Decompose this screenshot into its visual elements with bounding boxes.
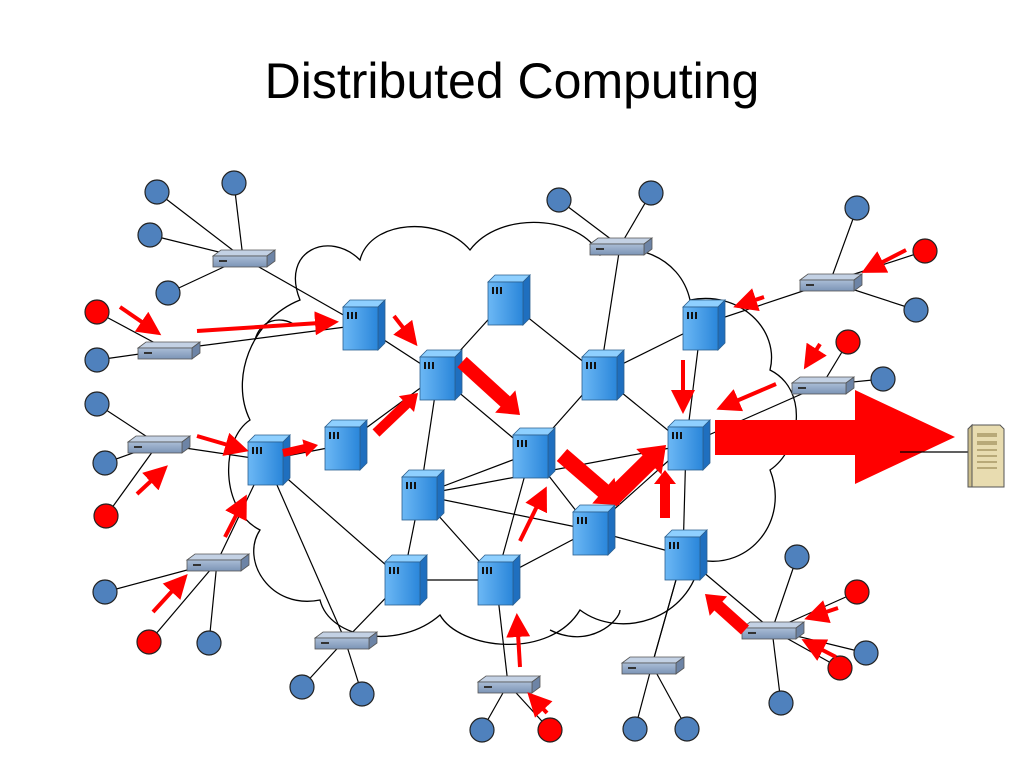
server-icon: [324, 419, 368, 471]
active-client-node: [93, 503, 119, 529]
slide-title: Distributed Computing: [264, 53, 760, 109]
server-icon: [572, 504, 616, 556]
network-link: [829, 207, 858, 283]
server-icon: [342, 299, 386, 351]
active-client-node: [844, 579, 870, 605]
flow-arrow: [196, 311, 339, 336]
server-icon: [667, 419, 711, 471]
network-link: [265, 459, 346, 641]
bold-flow-arrow: [282, 439, 318, 457]
network-link: [419, 494, 592, 531]
network-switch-icon: [211, 249, 277, 268]
network-link: [208, 561, 218, 644]
bold-flow-arrow: [457, 356, 520, 415]
client-node: [92, 579, 118, 605]
flow-arrow: [392, 314, 418, 347]
server-icon: [401, 469, 445, 521]
client-node: [853, 640, 879, 666]
bold-flow-arrow: [603, 445, 666, 507]
server-nodes: [247, 274, 726, 606]
terminal-computer-icon: [967, 423, 1005, 488]
network-switch-icon: [126, 435, 192, 454]
client-node: [221, 170, 247, 196]
client-node: [137, 222, 163, 248]
network-link: [105, 443, 159, 517]
bold-flow-arrow: [654, 470, 676, 518]
active-client-node: [912, 238, 938, 264]
flow-arrow: [861, 248, 907, 273]
network-switch-icon: [185, 553, 251, 572]
client-node: [546, 187, 572, 213]
active-client-node: [537, 717, 563, 743]
client-node: [622, 716, 648, 742]
server-icon: [384, 554, 428, 606]
client-node: [903, 297, 929, 323]
network-switch-icon: [136, 341, 202, 360]
server-icon: [664, 529, 708, 581]
flow-arrow: [135, 465, 168, 496]
client-node: [144, 179, 170, 205]
network-link: [156, 191, 244, 259]
network-link: [771, 556, 798, 631]
client-node: [289, 674, 315, 700]
client-nodes: [84, 170, 938, 743]
flow-arrow: [196, 432, 249, 456]
output-flow-arrow: [715, 390, 955, 484]
server-icon: [247, 434, 291, 486]
active-client-node: [84, 299, 110, 325]
network-switch-icon: [740, 621, 806, 640]
flow-arrow: [506, 613, 531, 668]
flow-arrow: [518, 486, 547, 542]
network-switch-icon: [476, 675, 542, 694]
client-node: [870, 366, 896, 392]
network-link: [265, 459, 404, 581]
flow-arrow: [118, 305, 162, 336]
server-icon: [419, 349, 463, 401]
client-node: [469, 717, 495, 743]
flow-arrow: [733, 288, 765, 312]
network-switch-icon: [790, 376, 856, 395]
server-icon: [581, 349, 625, 401]
bold-flow-arrow: [372, 393, 418, 437]
flow-arrow: [527, 692, 553, 718]
flow-arrow: [151, 574, 188, 614]
server-icon: [512, 427, 556, 479]
client-node: [674, 716, 700, 742]
server-icon: [477, 554, 521, 606]
server-icon: [682, 299, 726, 351]
flow-arrow: [804, 600, 839, 624]
network-link: [148, 561, 218, 643]
client-node: [349, 681, 375, 707]
client-node: [92, 450, 118, 476]
client-node: [84, 391, 110, 417]
client-node: [768, 690, 794, 716]
flow-arrow: [223, 494, 247, 538]
client-node: [84, 347, 110, 373]
switch-nodes: [126, 237, 864, 694]
client-node: [844, 195, 870, 221]
client-node: [638, 180, 664, 206]
active-client-node: [827, 655, 853, 681]
client-node: [155, 280, 181, 306]
active-client-node: [835, 329, 861, 355]
flow-arrows: [118, 248, 907, 718]
flow-arrow: [803, 342, 827, 370]
flow-arrow: [716, 382, 777, 412]
network-switch-icon: [588, 237, 654, 256]
bold-flow-arrow: [705, 594, 750, 635]
client-node: [196, 630, 222, 656]
client-node: [784, 544, 810, 570]
bold-flow-arrow: [556, 448, 620, 505]
network-switch-icon: [620, 656, 686, 675]
network-link: [242, 257, 362, 326]
active-client-node: [136, 629, 162, 655]
network-switch-icon: [798, 273, 864, 292]
network-switch-icon: [313, 631, 379, 650]
server-icon: [487, 274, 531, 326]
flow-arrow: [801, 639, 837, 661]
